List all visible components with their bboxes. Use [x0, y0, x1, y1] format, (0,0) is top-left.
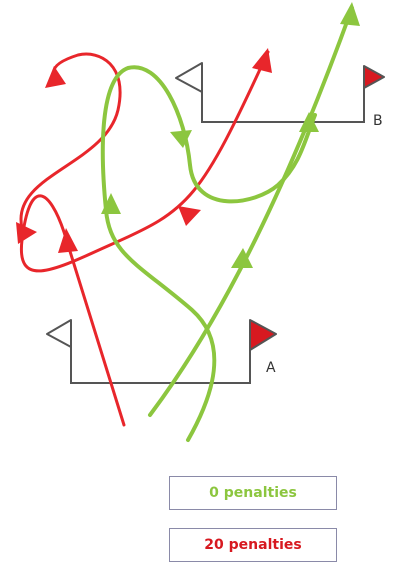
red-arrow-up-left — [45, 66, 66, 88]
green-arrow-top — [340, 2, 360, 26]
gate-a-white-flag — [46, 319, 72, 348]
red-arrow-right — [178, 206, 201, 226]
green-path-loop — [100, 65, 317, 442]
gate-a: A — [46, 319, 277, 384]
green-route — [100, 2, 360, 442]
gate-b-red-flag — [363, 65, 385, 89]
red-route — [16, 48, 272, 427]
legend-zero-penalties-text: 0 penalties — [209, 485, 297, 501]
red-arrow-up-lower — [58, 228, 78, 253]
gate-a-label: A — [266, 360, 276, 376]
green-arrow-mid-right — [231, 248, 253, 268]
legend-twenty-penalties-text: 20 penalties — [204, 537, 302, 553]
green-arrow-up-left — [101, 193, 121, 214]
green-arrow-upper-right — [299, 112, 319, 132]
gate-b-label: B — [373, 113, 383, 129]
red-arrow-left — [16, 222, 37, 244]
green-path-main — [148, 6, 354, 417]
gate-b-line — [201, 76, 365, 123]
gate-b: B — [175, 62, 385, 129]
legend-zero-penalties: 0 penalties — [169, 476, 337, 510]
gate-a-line — [70, 336, 251, 384]
legend-twenty-penalties: 20 penalties — [169, 528, 337, 562]
red-arrow-top-right — [252, 48, 272, 73]
red-path-loop — [19, 52, 122, 230]
red-path-line — [19, 50, 270, 427]
green-arrow-down — [170, 130, 192, 148]
gate-b-white-flag — [175, 62, 203, 93]
gate-a-red-flag — [249, 319, 277, 351]
